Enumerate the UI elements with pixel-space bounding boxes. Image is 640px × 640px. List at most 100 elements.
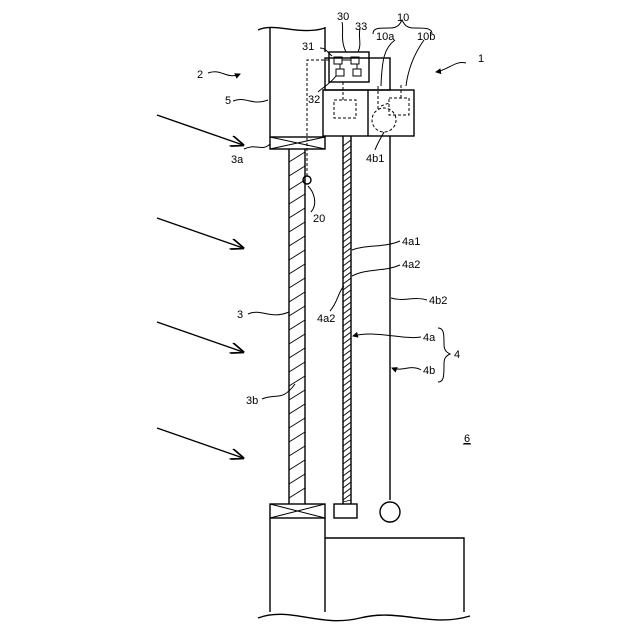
hatch-line (343, 194, 351, 200)
label-4a2-right: 4a2 (402, 259, 420, 271)
label-4a2-left: 4a2 (317, 313, 335, 325)
label-31: 31 (302, 41, 314, 53)
label-2: 2 (197, 69, 203, 81)
label-6: 6 (464, 433, 470, 445)
cord-4b (380, 136, 400, 522)
hatch-line (343, 314, 351, 320)
glass-panel-3 (289, 149, 305, 504)
label-10b: 10b (417, 31, 435, 43)
hatch-line (343, 410, 351, 416)
sunlight-arrows (157, 115, 243, 458)
label-4b: 4b (423, 365, 435, 377)
label-20: 20 (313, 213, 325, 225)
label-10: 10 (397, 12, 409, 24)
hatch-line (289, 348, 305, 358)
hatch-line (289, 488, 305, 498)
hatch-line (343, 362, 351, 368)
hatch-line (343, 500, 351, 502)
hatch-line (289, 236, 305, 246)
drive-module-10a (334, 100, 356, 118)
control-module-32 (336, 69, 344, 76)
pulley-4b1 (372, 108, 396, 132)
label-3b: 3b (246, 395, 258, 407)
hatch-line (289, 292, 305, 302)
hatch-line (343, 404, 351, 410)
hatch-line (343, 248, 351, 254)
hatch-line (343, 308, 351, 314)
hatch-line (289, 222, 305, 232)
hatch-line (343, 476, 351, 482)
hatch-line (289, 474, 305, 484)
hatch-line (289, 404, 305, 414)
hatch-line (343, 200, 351, 206)
hatch-line (343, 392, 351, 398)
hatch-line (343, 350, 351, 356)
hatch-line (343, 164, 351, 170)
hatch-line (343, 152, 351, 158)
hatch-line (289, 390, 305, 400)
hatch-line (343, 206, 351, 212)
hatch-line (343, 296, 351, 302)
lower-base (258, 504, 470, 621)
hatch-line (289, 460, 305, 470)
screen-curtain-4a (334, 136, 357, 518)
hatch-line (289, 152, 305, 162)
weight-bar-4a (334, 504, 357, 518)
hatch-line (343, 464, 351, 470)
hatch-line (289, 278, 305, 288)
sunlight-arrow-2 (157, 218, 243, 248)
sunlight-arrow-3 (157, 322, 243, 352)
hatch-line (343, 470, 351, 476)
hatch-line (343, 482, 351, 488)
hatch-line (343, 278, 351, 284)
upper-fixing-box-3a (270, 137, 325, 149)
hatch-line (343, 146, 351, 152)
label-4a: 4a (423, 332, 436, 344)
hatch-line (343, 374, 351, 380)
hatch-line (289, 250, 305, 260)
label-4b2: 4b2 (429, 295, 447, 307)
hatch-line (343, 230, 351, 236)
hatch-line (343, 416, 351, 422)
hatch-line (343, 338, 351, 344)
hatch-line (343, 158, 351, 164)
hatch-line (289, 376, 305, 386)
hatch-line (343, 440, 351, 446)
hatch-line (289, 208, 305, 218)
hatch-line (289, 432, 305, 442)
hatch-line (343, 494, 351, 500)
hatch-line (343, 242, 351, 248)
hatch-line (343, 434, 351, 440)
upper-wall-5 (258, 27, 325, 137)
label-30: 30 (337, 11, 349, 23)
brace-4 (438, 328, 450, 382)
label-32: 32 (308, 94, 320, 106)
hatch-line (289, 446, 305, 456)
hatch-line (289, 264, 305, 274)
hatch-line (343, 458, 351, 464)
hatch-line (343, 320, 351, 326)
hatch-line (343, 452, 351, 458)
hatch-line (289, 194, 305, 204)
hatch-line (343, 326, 351, 332)
hatch-line (343, 356, 351, 362)
hatch-line (343, 140, 351, 146)
hatch-line (343, 488, 351, 494)
hatch-line (289, 334, 305, 344)
hatch-line (343, 446, 351, 452)
hatch-line (289, 418, 305, 428)
label-1: 1 (478, 53, 484, 65)
hatch-line (343, 290, 351, 296)
hatch-line (343, 428, 351, 434)
hatch-line (343, 182, 351, 188)
hatch-line (343, 266, 351, 272)
label-4a1: 4a1 (402, 236, 420, 248)
hatch-line (343, 254, 351, 260)
label-33: 33 (355, 21, 367, 33)
hatch-line (343, 422, 351, 428)
hatch-line (343, 260, 351, 266)
hatch-line (289, 362, 305, 372)
dashed-wiring (307, 60, 409, 176)
